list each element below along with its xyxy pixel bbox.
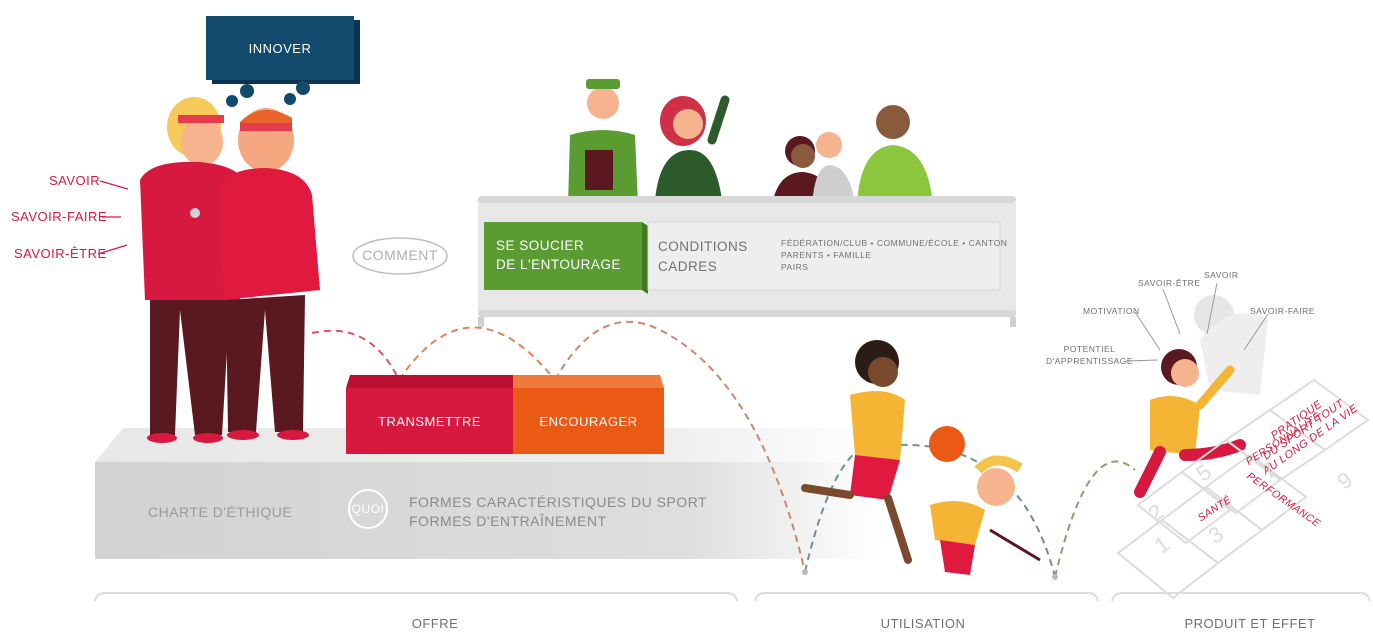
formes-line2: FORMES D'ENTRAÎNEMENT — [409, 513, 607, 529]
potentiel-line1: POTENTIEL — [1063, 344, 1116, 354]
action-blocks — [346, 375, 664, 454]
charte-label: CHARTE D'ÉTHIQUE — [148, 504, 293, 520]
entourage-railing — [478, 196, 1016, 327]
transmettre-block: TRANSMETTRE — [378, 413, 481, 429]
section-produit: PRODUIT ET EFFET — [1184, 616, 1316, 631]
effect-savoir-etre: SAVOIR-ÊTRE — [1138, 278, 1201, 288]
bounce-dot — [1052, 574, 1058, 580]
entourage-audience — [568, 79, 933, 205]
quoi-circle — [348, 489, 388, 529]
quoi-label: QUOI — [351, 502, 385, 516]
effect-savoir: SAVOIR — [1204, 270, 1239, 280]
section-utilisation: UTILISATION — [880, 616, 966, 631]
hopscotch — [1116, 378, 1370, 600]
coaches-illustration — [140, 97, 320, 443]
entourage-title-line2: DE L'ENTOURAGE — [496, 257, 621, 272]
effect-pointers — [1125, 282, 1269, 362]
section-brackets — [94, 592, 1371, 602]
conditions-cadres: CONDITIONS CADRES — [658, 237, 748, 277]
formes-label: FORMES CARACTÉRISTIQUES DU SPORT FORMES … — [409, 493, 707, 531]
entourage-list: FÉDÉRATION/CLUB • COMMUNE/ÉCOLE • CANTON… — [781, 237, 1007, 273]
bounce-dot — [802, 569, 808, 575]
innover-bubble — [206, 16, 360, 107]
effect-potentiel: POTENTIEL D'APPRENTISSAGE — [1046, 343, 1133, 367]
savoir-label: SAVOIR — [49, 173, 101, 188]
savoir-faire-label: SAVOIR-FAIRE — [11, 209, 108, 224]
offer-platform — [95, 428, 880, 559]
competence-pointers — [97, 180, 129, 255]
comment-ellipse — [352, 237, 448, 275]
formes-line1: FORMES CARACTÉRISTIQUES DU SPORT — [409, 494, 708, 510]
innover-label: INNOVER — [248, 41, 312, 56]
effect-savoir-faire: SAVOIR-FAIRE — [1250, 306, 1315, 316]
entourage-list-line3: PAIRS — [781, 262, 809, 272]
comment-label: COMMENT — [362, 247, 438, 263]
conditions-line1: CONDITIONS — [658, 239, 748, 254]
entourage-list-line2: PARENTS • FAMILLE — [781, 250, 872, 260]
potentiel-line2: D'APPRENTISSAGE — [1046, 356, 1134, 366]
entourage-title: SE SOUCIER DE L'ENTOURAGE — [496, 236, 621, 274]
entourage-title-line1: SE SOUCIER — [496, 238, 585, 253]
entourage-list-line1: FÉDÉRATION/CLUB • COMMUNE/ÉCOLE • CANTON — [781, 238, 1008, 248]
savoir-etre-label: SAVOIR-ÊTRE — [14, 246, 107, 261]
conditions-line2: CADRES — [658, 259, 718, 274]
players-illustration — [801, 340, 1041, 575]
section-offre: OFFRE — [411, 616, 459, 631]
encourager-block: ENCOURAGER — [539, 413, 638, 429]
effect-motivation: MOTIVATION — [1083, 306, 1140, 316]
